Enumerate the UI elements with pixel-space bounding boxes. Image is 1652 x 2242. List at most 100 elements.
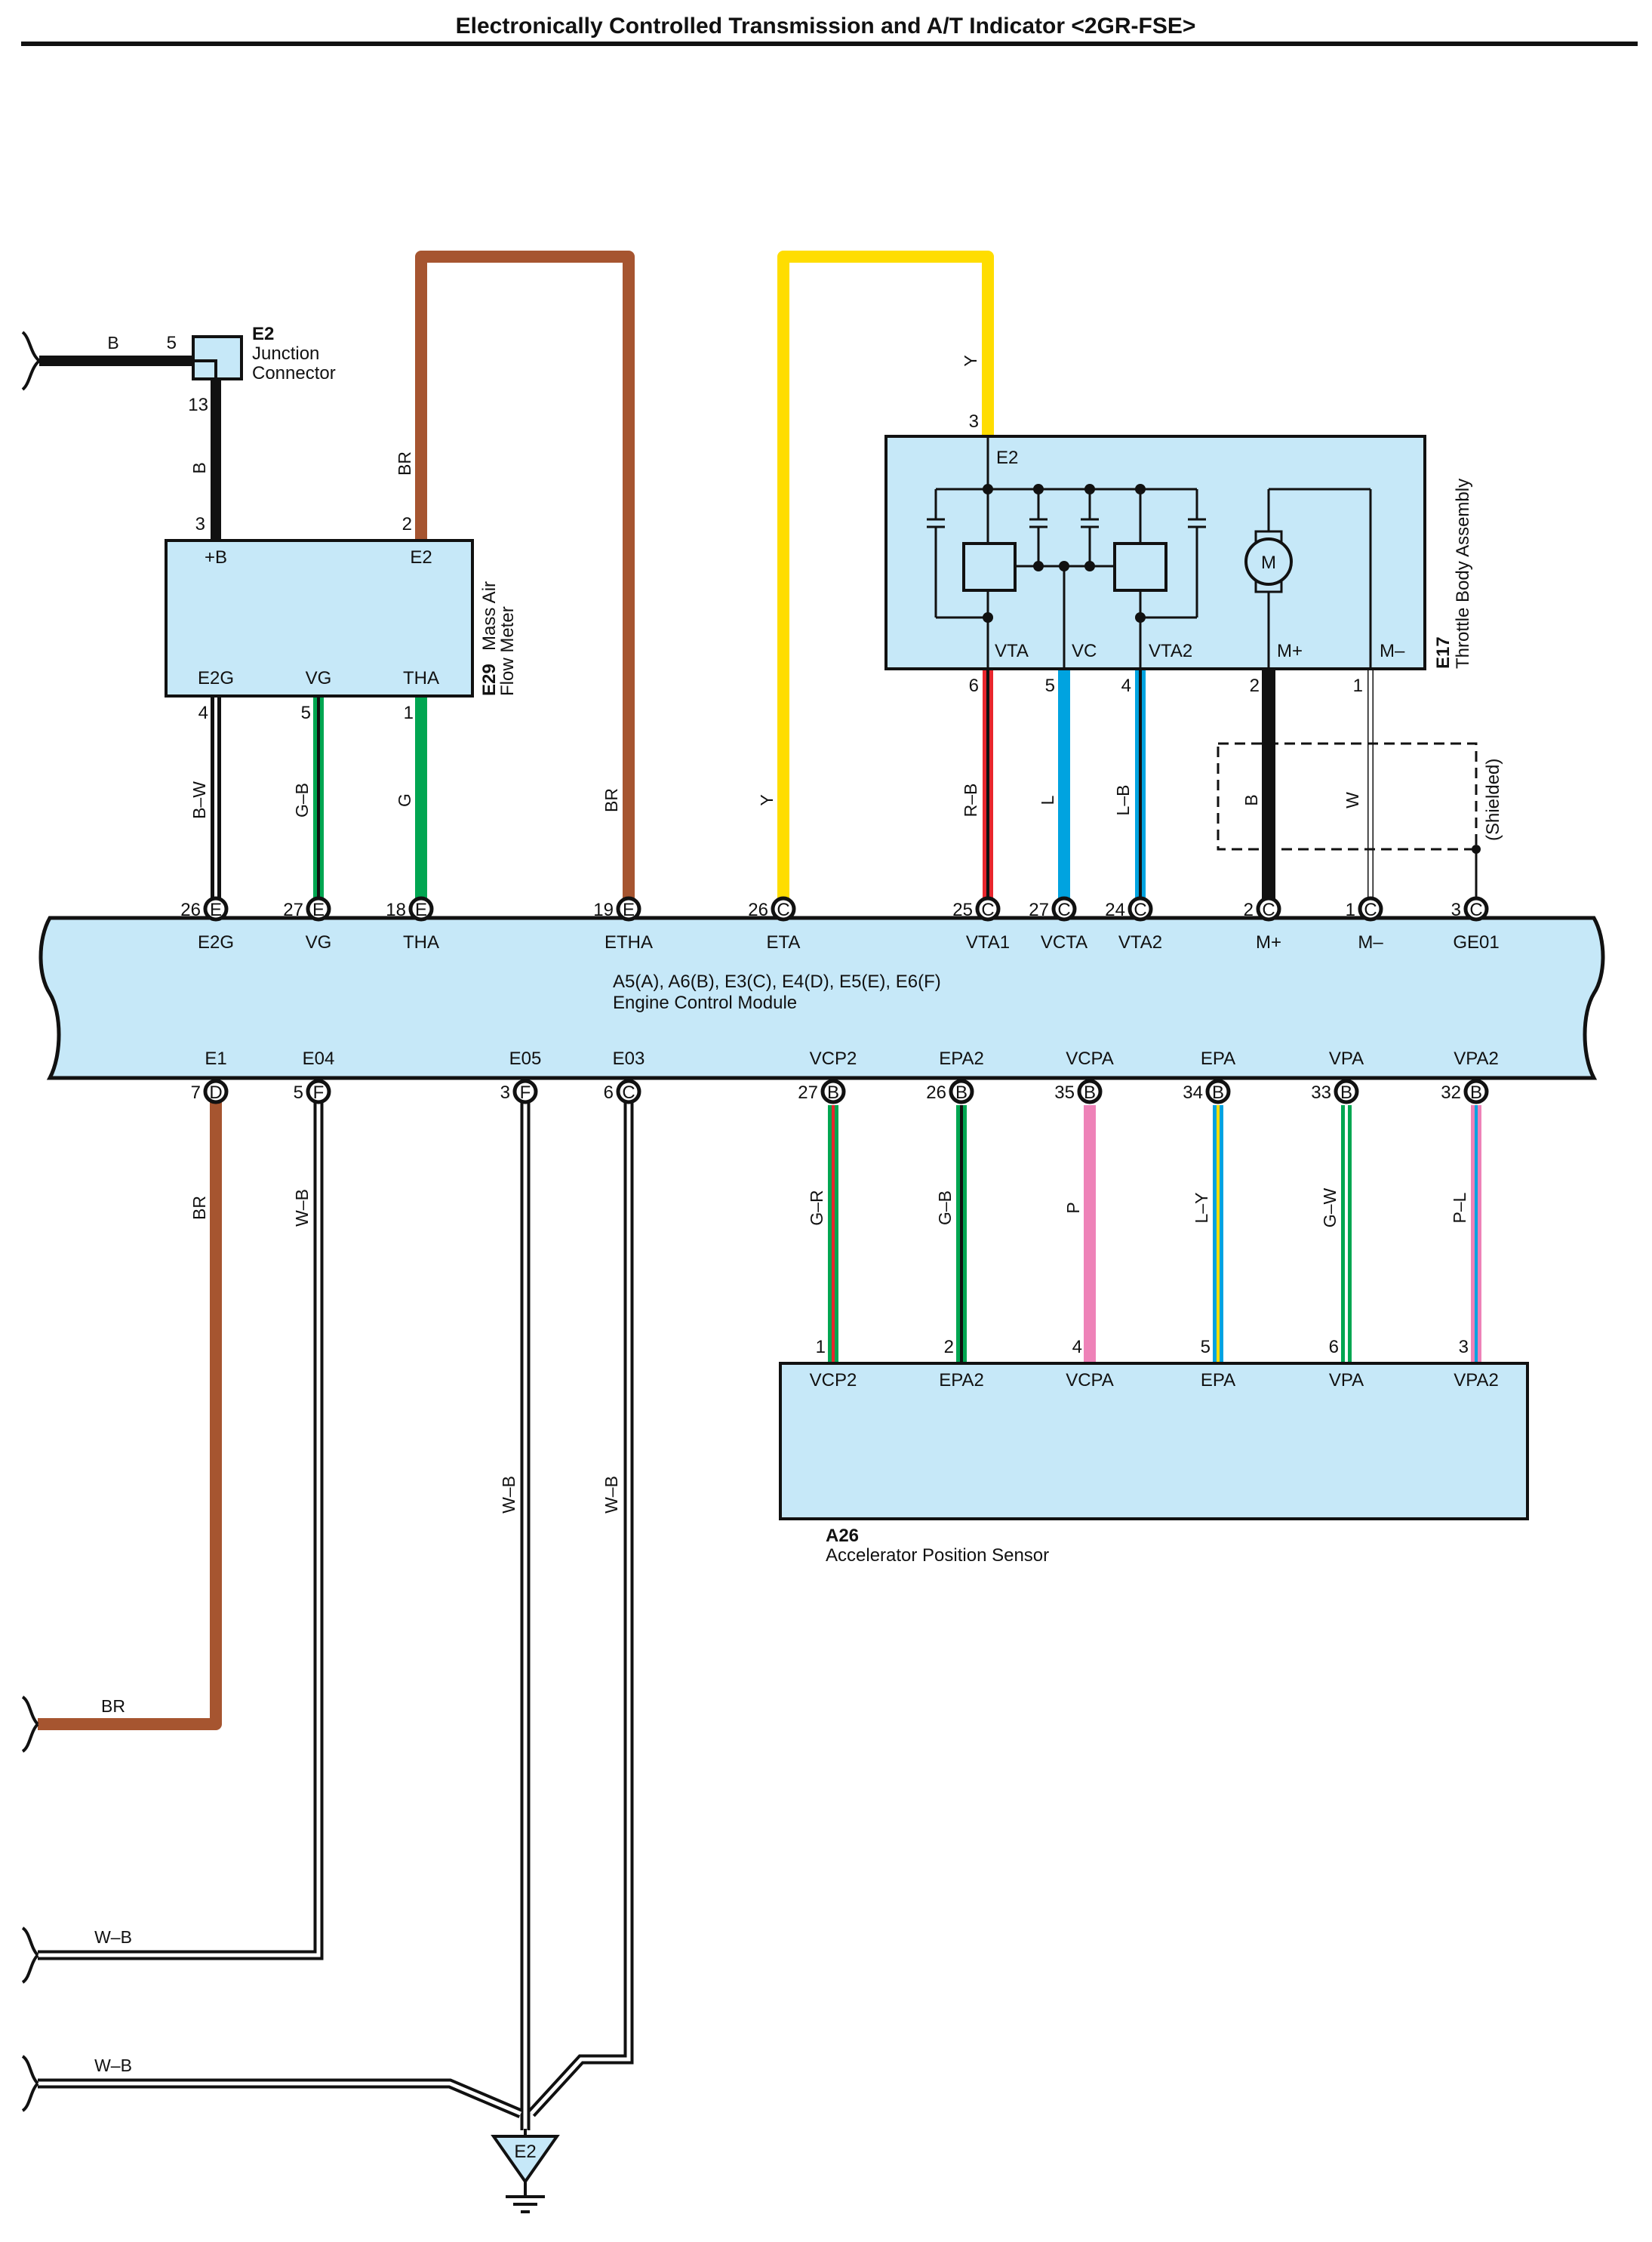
wl-gb-vg: G–B — [292, 783, 312, 818]
wl-b-left: B — [107, 333, 118, 353]
ecm-top-conn-letter-3: E — [623, 900, 635, 920]
ecm-top-conn-letter-2: E — [415, 900, 427, 920]
engine-control-module: A5(A), A6(B), E3(C), E4(D), E5(E), E6(F)… — [38, 916, 1605, 1080]
wl-gr: G–R — [807, 1190, 826, 1225]
shielded-label: (Shielded) — [1483, 759, 1503, 841]
tb-code: E17 — [1433, 636, 1454, 669]
wl-y-eta: Y — [757, 794, 777, 805]
ecm-bottom-conn-letter-2: F — [520, 1083, 531, 1103]
tb-label-e2: E2 — [996, 448, 1018, 468]
wl-gb-epa2: G–B — [935, 1190, 955, 1225]
ecm-bottom-terminal-3: E03 — [613, 1049, 645, 1069]
ecm-bottom-pin-num-9: 32 — [1441, 1083, 1461, 1103]
ecm-bottom-pin-num-5: 26 — [926, 1083, 946, 1103]
tb-pin1: 1 — [1353, 676, 1363, 696]
maf-pin1: 1 — [404, 703, 414, 723]
aps-terminal-4: VPA — [1329, 1370, 1364, 1390]
tb-pin3: 3 — [969, 411, 979, 432]
ecm-top-connector-6 — [1051, 896, 1077, 922]
ecm-top-connector-5 — [975, 896, 1001, 922]
ecm-bottom-conn-letter-5: B — [955, 1083, 968, 1103]
maf-pin3: 3 — [195, 514, 205, 534]
wl-ly: L–Y — [1192, 1193, 1211, 1224]
motor-icon: M — [1244, 530, 1293, 593]
ecm-top-conn-letter-4: C — [777, 900, 789, 920]
ecm-top-connector-4 — [771, 896, 796, 922]
maf-code: E29 — [479, 664, 500, 696]
ecm-bottom-conn-letter-8: B — [1340, 1083, 1352, 1103]
ecm-top-pin-num-1: 27 — [283, 900, 303, 920]
wires — [21, 251, 1481, 2130]
ecm-top-conn-letter-8: C — [1262, 900, 1275, 920]
ecm-top-terminal-3: ETHA — [605, 932, 653, 953]
ecm-bottom-conn-letter-9: B — [1470, 1083, 1482, 1103]
wire-labels: B B BR Y B–W G–B G BR Y R–B L L–B B W BR… — [94, 333, 1469, 2075]
jc-name1: Junction — [252, 343, 319, 364]
ecm-bottom-conn-letter-0: D — [209, 1083, 222, 1103]
ecm-top-pin-num-10: 3 — [1451, 900, 1461, 920]
ecm-bottom-connector-6 — [1077, 1079, 1103, 1104]
wl-bw: B–W — [189, 781, 209, 819]
wl-g: G — [395, 793, 414, 807]
jc-name2: Connector — [252, 363, 336, 383]
aps-code: A26 — [826, 1526, 859, 1546]
wl-b-motor: B — [1241, 794, 1261, 805]
ecm-top-pin-num-6: 27 — [1029, 900, 1049, 920]
ecm-top-terminal-4: ETA — [767, 932, 801, 953]
ecm-top-connector-7 — [1127, 896, 1153, 922]
ecm-top-terminal-6: VCTA — [1041, 932, 1087, 953]
ecm-bottom-connector-5 — [949, 1079, 974, 1104]
aps-pin-num-3: 5 — [1201, 1337, 1211, 1357]
tb-label-mplus: M+ — [1277, 641, 1303, 661]
aps-terminal-1: EPA2 — [939, 1370, 984, 1390]
shield-box — [1217, 742, 1478, 851]
wl-wb-e05: W–B — [499, 1476, 518, 1514]
ecm-top-pin-num-5: 25 — [952, 900, 973, 920]
ecm-top-pin-num-2: 18 — [386, 900, 406, 920]
tb-label-vc: VC — [1072, 641, 1097, 661]
ecm-bottom-pin-num-1: 5 — [294, 1083, 303, 1103]
ecm-bottom-pins: D7E1F5E04F3E05C6E03B27VCP2B26EPA2B35VCPA… — [191, 1049, 1499, 1104]
wl-br-left: BR — [101, 1696, 125, 1716]
maf-name1: Mass Air — [479, 581, 500, 651]
maf-pin2: 2 — [402, 514, 412, 534]
maf-label-e2: E2 — [410, 547, 432, 568]
tb-label-mminus: M– — [1380, 641, 1405, 661]
ecm-bottom-terminal-9: VPA2 — [1454, 1049, 1499, 1069]
aps-pin-num-4: 6 — [1329, 1337, 1339, 1357]
ecm-top-connector-2 — [408, 896, 434, 922]
maf-label-vg: VG — [306, 668, 332, 688]
ecm-bottom-conn-letter-1: F — [313, 1083, 325, 1103]
ecm-top-conn-letter-7: C — [1134, 900, 1146, 920]
maf-pin4: 4 — [198, 703, 208, 723]
ecm-bottom-connector-3 — [616, 1079, 641, 1104]
ecm-bottom-connector-4 — [820, 1079, 846, 1104]
maf-label-pb: +B — [205, 547, 227, 568]
motor-label: M — [1261, 553, 1276, 573]
ecm-bottom-connector-0 — [203, 1079, 229, 1104]
aps-pin-num-5: 3 — [1459, 1337, 1469, 1357]
ecm-top-terminal-5: VTA1 — [966, 932, 1010, 953]
ecm-top-pin-num-3: 19 — [593, 900, 614, 920]
maf-pin5: 5 — [301, 703, 311, 723]
ecm-bottom-pin-num-8: 33 — [1311, 1083, 1331, 1103]
ecm-bottom-terminal-6: VCPA — [1066, 1049, 1114, 1069]
ecm-top-terminal-9: M– — [1358, 932, 1383, 953]
ground-symbol: E2 — [491, 2129, 560, 2213]
ecm-bottom-connector-7 — [1205, 1079, 1231, 1104]
ecm-top-pin-num-4: 26 — [748, 900, 768, 920]
tb-junction-dots — [983, 484, 1146, 623]
ecm-top-connector-10 — [1463, 896, 1489, 922]
tb-internal-circuit — [927, 436, 1372, 669]
wl-lb: L–B — [1113, 785, 1133, 816]
ecm-bottom-connector-8 — [1334, 1079, 1359, 1104]
ecm-top-conn-letter-9: C — [1364, 900, 1377, 920]
ecm-top-connector-3 — [616, 896, 641, 922]
wl-pl: P–L — [1450, 1192, 1469, 1223]
ecm-top-pin-num-0: 26 — [180, 900, 201, 920]
ecm-bottom-terminal-7: EPA — [1201, 1049, 1235, 1069]
ecm-top-terminal-10: GE01 — [1453, 932, 1499, 953]
ecm-top-conn-letter-1: E — [312, 900, 325, 920]
ecm-top-terminal-7: VTA2 — [1118, 932, 1162, 953]
wire-br-e1 — [38, 1092, 222, 1730]
